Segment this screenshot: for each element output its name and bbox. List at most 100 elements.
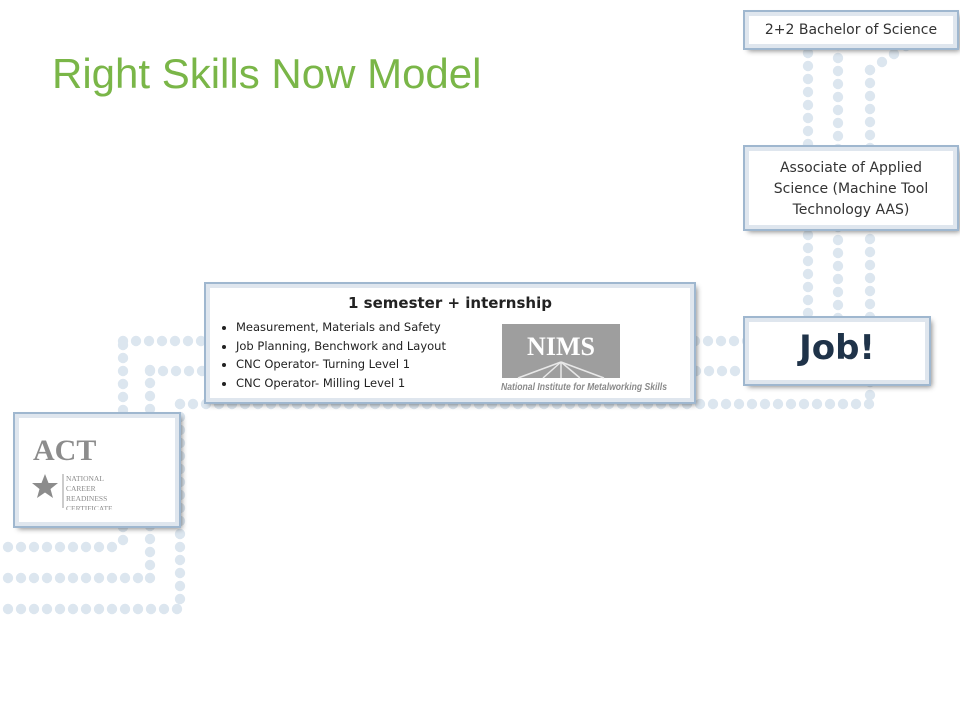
path-dot: [864, 64, 876, 76]
path-dot: [28, 541, 40, 553]
path-dot: [832, 130, 844, 142]
job-label: Job!: [799, 328, 875, 368]
path-dot: [80, 541, 92, 553]
path-dot: [67, 541, 79, 553]
path-dot: [41, 541, 53, 553]
path-dot: [80, 572, 92, 584]
path-dot: [832, 273, 844, 285]
path-dot: [54, 603, 66, 615]
path-dot: [720, 398, 732, 410]
path-dot: [106, 572, 118, 584]
path-dot: [802, 47, 814, 59]
path-dot: [174, 541, 186, 553]
path-dot: [130, 335, 142, 347]
path-dot: [716, 365, 728, 377]
path-dot: [864, 233, 876, 245]
course-item: Measurement, Materials and Safety: [236, 318, 446, 337]
path-dot: [864, 90, 876, 102]
path-dot: [182, 335, 194, 347]
path-dot: [802, 112, 814, 124]
path-dot: [715, 335, 727, 347]
star-icon: [32, 474, 58, 498]
path-dot: [703, 365, 715, 377]
path-dot: [864, 298, 876, 310]
path-dot: [93, 603, 105, 615]
act-certificate-box: ACT National Career Readiness Certificat…: [15, 414, 179, 526]
associate-degree-box: Associate of Applied Science (Machine To…: [745, 147, 957, 229]
path-dot: [183, 365, 195, 377]
path-dot: [707, 398, 719, 410]
path-dot: [772, 398, 784, 410]
path-dot: [144, 377, 156, 389]
path-dot: [106, 603, 118, 615]
path-dot: [702, 335, 714, 347]
path-dot: [143, 335, 155, 347]
path-dot: [15, 541, 27, 553]
path-dot: [802, 242, 814, 254]
path-dot: [832, 78, 844, 90]
path-dot: [832, 234, 844, 246]
path-dot: [156, 335, 168, 347]
path-dot: [174, 593, 186, 605]
nims-fullname: National Institute for Metalworking Skil…: [501, 381, 667, 393]
path-dot: [93, 541, 105, 553]
path-dot: [117, 378, 129, 390]
path-dot: [864, 246, 876, 258]
path-dot: [54, 572, 66, 584]
path-dot: [746, 398, 758, 410]
act-logo: ACT National Career Readiness Certificat…: [32, 434, 113, 510]
path-dot: [832, 247, 844, 259]
path-dot: [802, 229, 814, 241]
path-dot: [798, 398, 810, 410]
path-dot: [144, 533, 156, 545]
path-dot: [802, 307, 814, 319]
path-dot: [174, 528, 186, 540]
path-dot: [15, 603, 27, 615]
path-dot: [196, 365, 208, 377]
path-dot: [864, 259, 876, 271]
course-item: Job Planning, Benchwork and Layout: [236, 337, 446, 356]
path-dot: [119, 572, 131, 584]
path-dot: [837, 398, 849, 410]
path-dot: [802, 99, 814, 111]
path-dot: [802, 60, 814, 72]
path-dot: [832, 91, 844, 103]
path-dot: [864, 389, 876, 401]
path-dot: [132, 603, 144, 615]
bachelor-degree-box: 2+2 Bachelor of Science: [745, 12, 957, 48]
path-dot: [144, 403, 156, 415]
path-dot: [832, 104, 844, 116]
path-dot: [195, 335, 207, 347]
path-dot: [174, 554, 186, 566]
path-dot: [733, 398, 745, 410]
path-dot: [802, 268, 814, 280]
path-dot: [174, 567, 186, 579]
path-dot: [864, 285, 876, 297]
path-dot: [802, 86, 814, 98]
path-dot: [832, 260, 844, 272]
path-dot: [28, 603, 40, 615]
path-dot: [54, 541, 66, 553]
path-dot: [119, 603, 131, 615]
path-dot: [67, 603, 79, 615]
path-dot: [876, 56, 888, 68]
path-dot: [174, 398, 186, 410]
path-dot: [157, 365, 169, 377]
path-dot: [144, 572, 156, 584]
path-dot: [850, 398, 862, 410]
semester-heading: 1 semester + internship: [348, 294, 552, 312]
page-title: Right Skills Now Model: [52, 50, 482, 97]
act-certificate-text: National Career Readiness Certificate: [66, 474, 113, 510]
path-dot: [802, 138, 814, 150]
path-dot: [117, 352, 129, 364]
path-dot: [158, 603, 170, 615]
path-dot: [864, 103, 876, 115]
path-dot: [863, 398, 875, 410]
path-dot: [759, 398, 771, 410]
path-dot: [802, 281, 814, 293]
path-dot: [144, 390, 156, 402]
path-dot: [832, 117, 844, 129]
act-mark: ACT: [33, 434, 96, 467]
path-dot: [802, 125, 814, 137]
path-dot: [824, 398, 836, 410]
